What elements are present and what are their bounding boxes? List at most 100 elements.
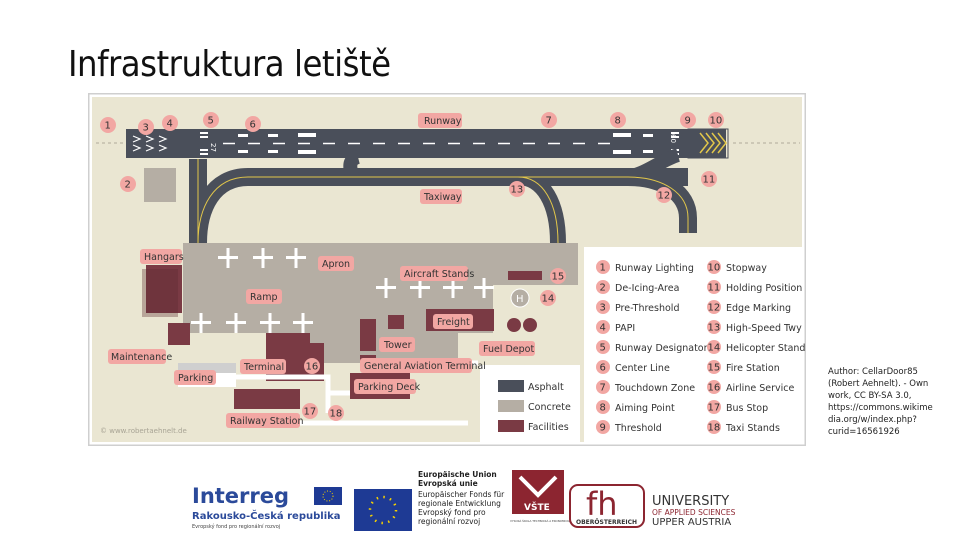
svg-text:5: 5 (208, 116, 214, 127)
svg-text:fh: fh (586, 485, 618, 523)
svg-text:3: 3 (143, 123, 149, 134)
svg-text:Interreg: Interreg (192, 484, 289, 508)
aircraft-icons (191, 248, 494, 333)
marker (138, 119, 154, 135)
label-maintenance: Maintenance (111, 352, 172, 363)
svg-text:16: 16 (306, 362, 319, 373)
svg-text:OBERÖSTERREICH: OBERÖSTERREICH (576, 519, 637, 526)
svg-text:18: 18 (708, 423, 721, 434)
label-tower: Tower (383, 340, 412, 351)
airport-infrastructure-diagram: 27 09 H (88, 93, 806, 446)
marker (610, 112, 626, 128)
svg-text:Helicopter Stand: Helicopter Stand (726, 343, 805, 354)
fuel-tank (523, 318, 537, 332)
legend-item: 4 PAPI (596, 320, 635, 334)
svg-text:17: 17 (304, 407, 317, 418)
label-parking-deck: Parking Deck (358, 382, 421, 393)
svg-text:6: 6 (600, 363, 606, 374)
label-general-aviation-terminal: General Aviation Terminal (364, 361, 486, 372)
marker (509, 181, 525, 197)
legend-item: 6 Center Line (596, 360, 670, 374)
label-fuel-depot: Fuel Depot (483, 344, 534, 355)
surface-legend-panel (480, 365, 580, 442)
marker (550, 268, 566, 284)
svg-text:15: 15 (708, 363, 721, 374)
marker (162, 115, 178, 131)
partner-logos: Interreg Rakousko-Česká republika Evrops… (192, 470, 736, 531)
svg-text:PAPI: PAPI (615, 323, 635, 334)
marker (656, 187, 672, 203)
svg-text:16: 16 (708, 383, 721, 394)
svg-text:3: 3 (600, 303, 606, 314)
fh-logo: fh OBERÖSTERREICH (569, 484, 645, 528)
label-ramp: Ramp (250, 292, 278, 303)
svg-text:8: 8 (615, 116, 621, 127)
label-runway: Runway (424, 116, 462, 127)
svg-text:regionale Entwicklung: regionale Entwicklung (418, 499, 501, 508)
svg-text:9: 9 (685, 116, 691, 127)
label-apron: Apron (322, 259, 350, 270)
svg-text:UNIVERSITY: UNIVERSITY (652, 494, 729, 509)
eu-text: Europäische Union Evropská unie Europäis… (418, 470, 505, 526)
swatch-facilities (498, 420, 524, 432)
svg-text:Evropský fond pro regionální r: Evropský fond pro regionální rozvoj (192, 523, 280, 530)
svg-text:11: 11 (703, 175, 716, 186)
svg-text:Runway Lighting: Runway Lighting (615, 263, 694, 274)
fire-station (508, 271, 542, 280)
label-railway-station: Railway Station (230, 416, 304, 427)
svg-text:14: 14 (542, 294, 555, 305)
svg-text:Center Line: Center Line (615, 363, 670, 374)
hangars (146, 265, 182, 313)
svg-text:12: 12 (658, 191, 671, 202)
svg-text:Edge Marking: Edge Marking (726, 303, 791, 314)
svg-text:7: 7 (600, 383, 606, 394)
svg-text:7: 7 (546, 116, 552, 127)
tower-building (360, 319, 376, 351)
svg-text:Threshold: Threshold (614, 423, 662, 434)
marker (328, 405, 344, 421)
marker (680, 112, 696, 128)
interreg-logo: Interreg Rakousko-Česká republika Evrops… (192, 484, 342, 530)
label-freight: Freight (437, 317, 470, 328)
svg-text:Europäische Union: Europäische Union (418, 470, 497, 479)
svg-text:13: 13 (511, 185, 524, 196)
svg-text:Europäischer Fonds für: Europäischer Fonds für (418, 490, 505, 499)
label-aircraft-stands: Aircraft Stands (404, 269, 474, 280)
image-credit: Author: CellarDoor85 (Robert Aehnelt). -… (828, 367, 933, 437)
swatch-asphalt (498, 380, 524, 392)
svg-text:VŠTE: VŠTE (524, 501, 550, 513)
svg-text:Pre-Threshold: Pre-Threshold (615, 303, 679, 314)
railway-station-building (234, 389, 300, 409)
svg-text:12: 12 (708, 303, 721, 314)
uas-text: UNIVERSITY OF APPLIED SCIENCES UPPER AUS… (652, 494, 736, 528)
svg-text:Runway Designator: Runway Designator (615, 343, 708, 354)
svg-text:High-Speed Twy: High-Speed Twy (726, 323, 802, 334)
svg-text:1: 1 (600, 263, 606, 274)
legend-item: 12 Edge Marking (707, 300, 791, 314)
runway-designator-left: 27 (209, 143, 217, 152)
legend-panel (584, 247, 804, 442)
svg-text:4: 4 (600, 323, 606, 334)
svg-text:2: 2 (125, 180, 131, 191)
svg-text:Evropská unie: Evropská unie (418, 479, 478, 488)
svg-text:regionální rozvoj: regionální rozvoj (418, 517, 480, 526)
svg-text:1: 1 (105, 121, 111, 132)
surface-legend: Asphalt Concrete Facilities (498, 380, 571, 433)
svg-text:Evropský fond pro: Evropský fond pro (418, 508, 486, 517)
marker (245, 116, 261, 132)
page-title: Infrastruktura letiště (68, 44, 391, 85)
svg-text:10: 10 (710, 116, 723, 127)
marker (540, 290, 556, 306)
legend-item: 1 Runway Lighting (596, 260, 694, 274)
label-hangars: Hangars (144, 252, 184, 263)
swatch-concrete (498, 400, 524, 412)
eu-flag-logo (354, 489, 412, 531)
